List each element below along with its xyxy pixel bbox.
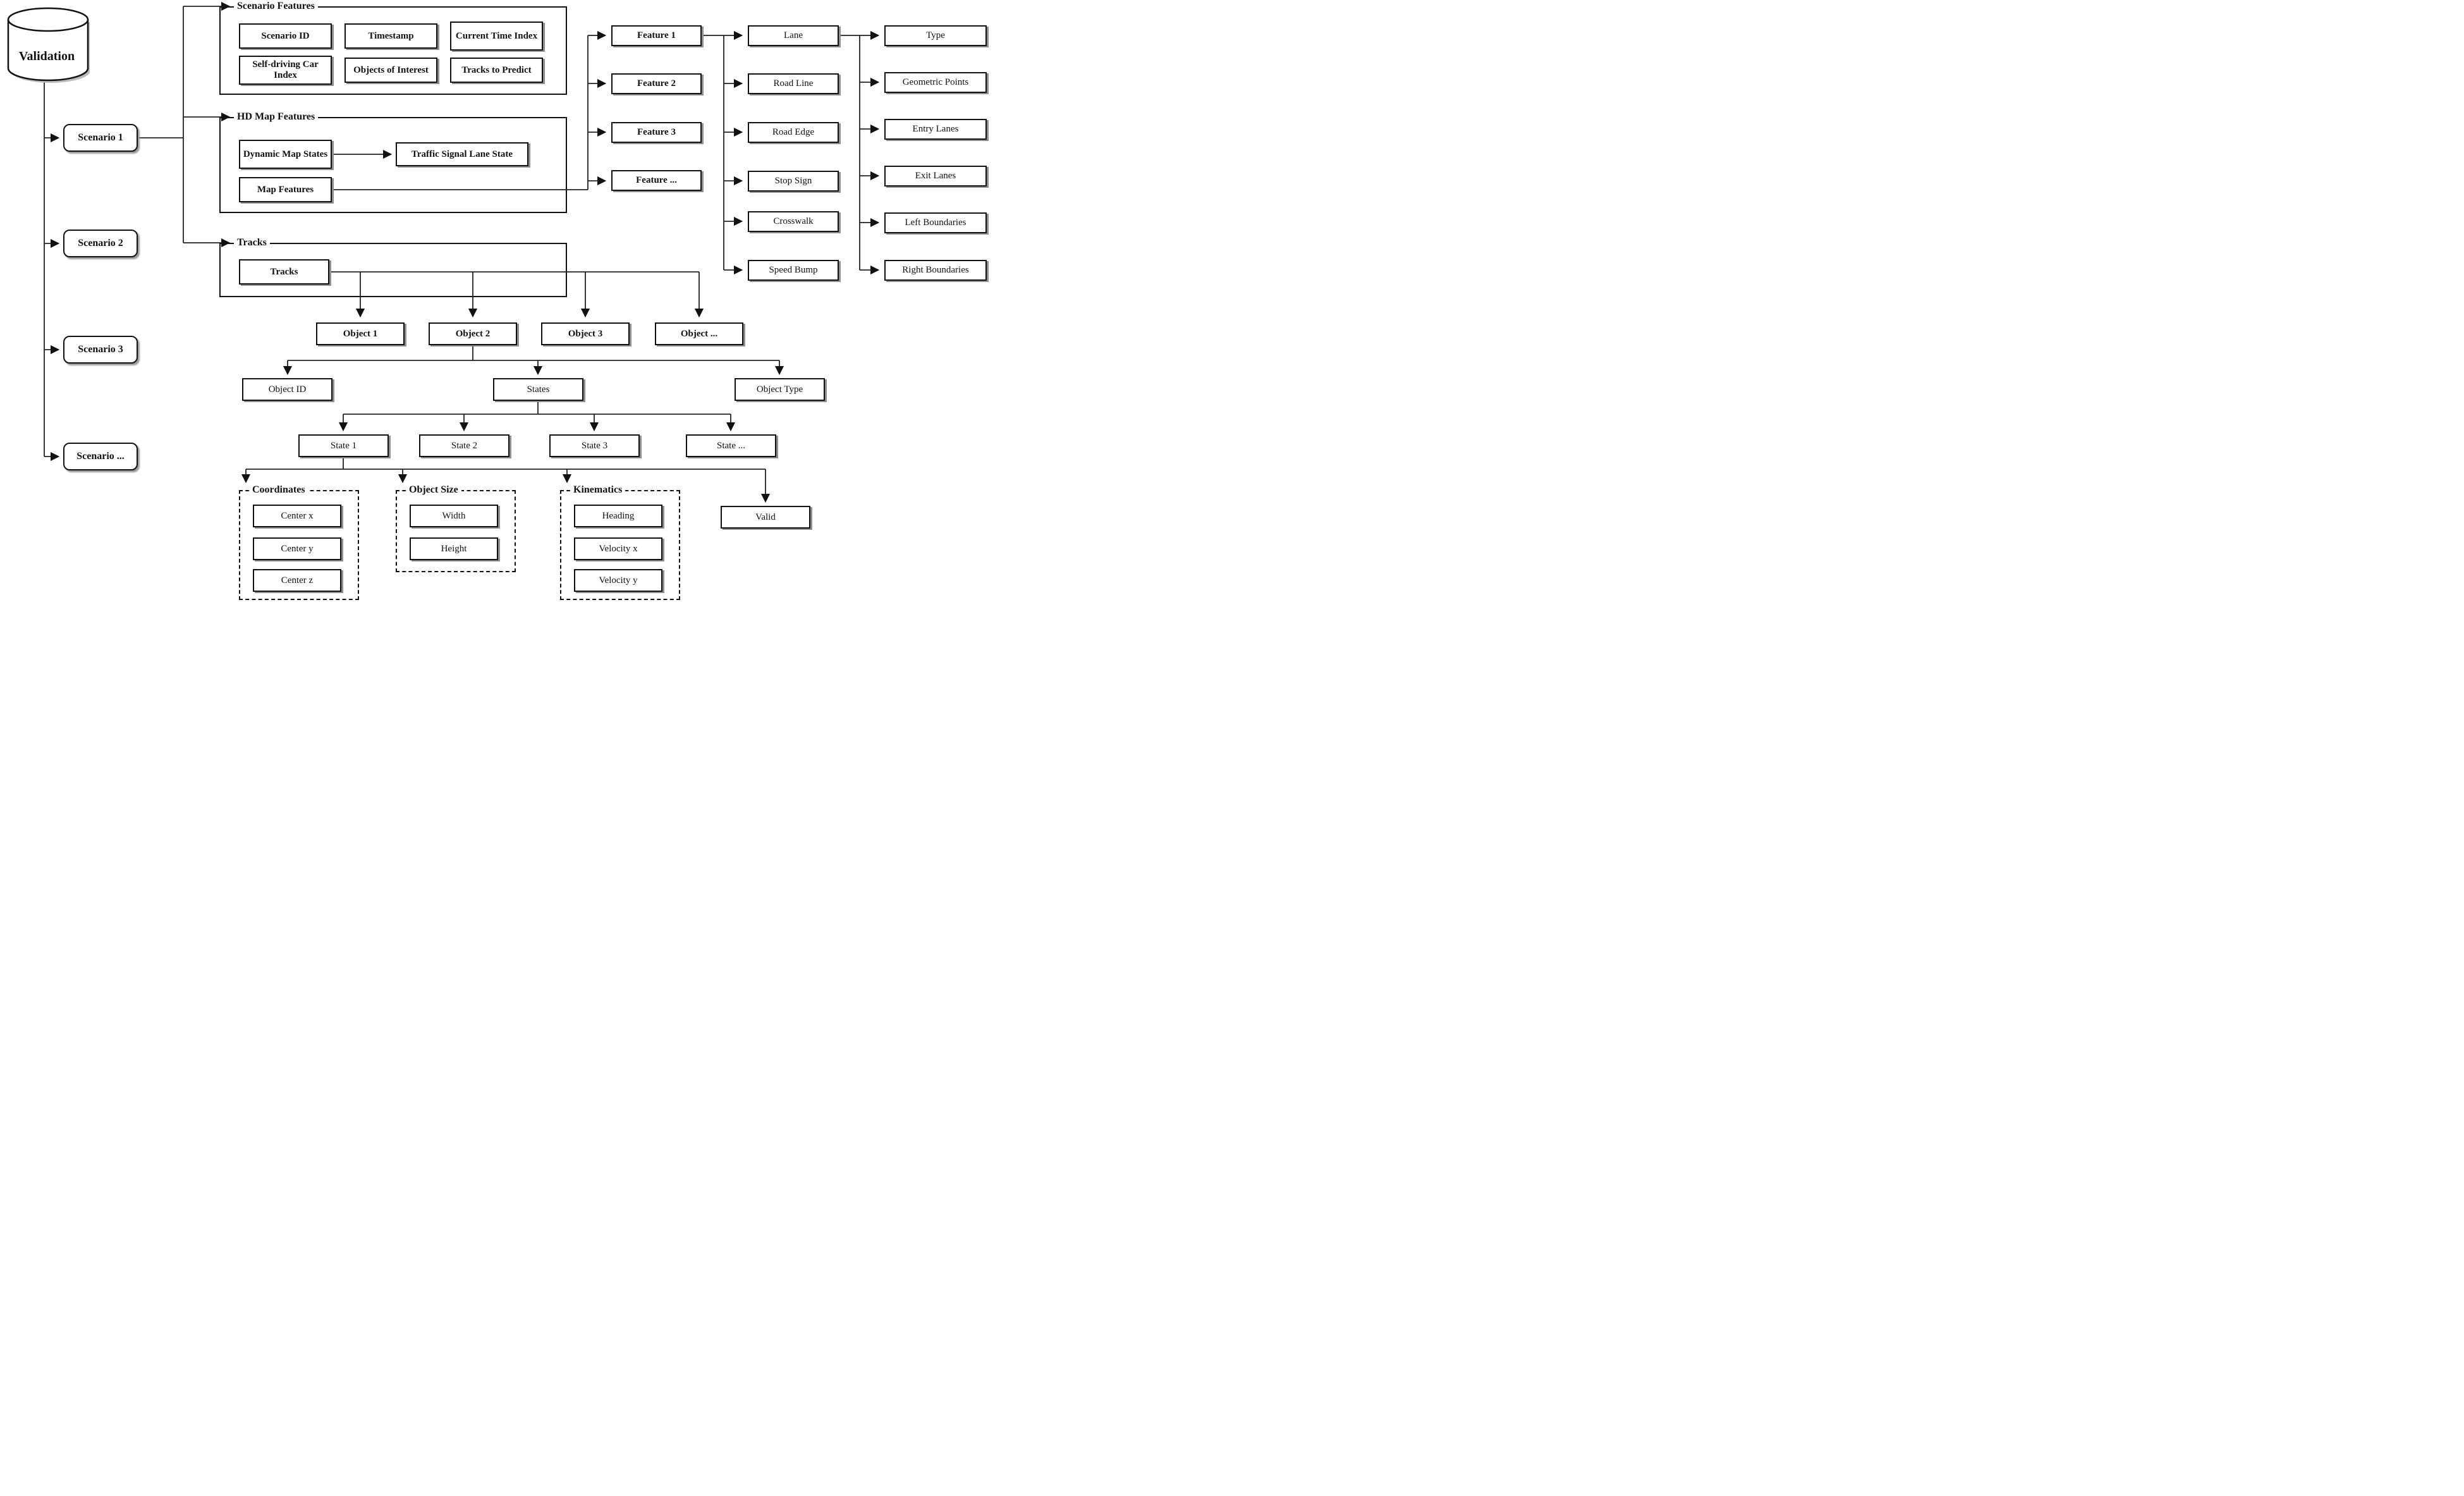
node-scenario-id: Scenario ID bbox=[239, 23, 332, 49]
node-speed-bump: Speed Bump bbox=[748, 260, 839, 281]
node-center-z: Center z bbox=[253, 569, 341, 592]
lane-to-attributes bbox=[839, 30, 880, 275]
node-velocity-y: Velocity y bbox=[574, 569, 662, 592]
node-dynamic-map-states: Dynamic Map States bbox=[239, 140, 332, 169]
node-traffic-signal-lane-state: Traffic Signal Lane State bbox=[396, 142, 528, 166]
node-road-edge: Road Edge bbox=[748, 122, 839, 143]
validation-to-scenarios bbox=[44, 76, 60, 462]
node-geometric-points: Geometric Points bbox=[884, 72, 987, 93]
scenario-features-title: Scenario Features bbox=[234, 1, 318, 12]
tracks-to-objects bbox=[329, 271, 704, 318]
node-tracks-to-predict: Tracks to Predict bbox=[450, 58, 543, 83]
dataset-structure-diagram: Validation bbox=[0, 0, 991, 602]
tracks-group bbox=[219, 243, 567, 297]
node-state-2: State 2 bbox=[419, 434, 509, 457]
connectors-svg bbox=[44, 1, 880, 503]
node-type: Type bbox=[884, 25, 987, 46]
node-state-more: State ... bbox=[686, 434, 776, 457]
object2-to-attributes bbox=[283, 345, 784, 376]
node-stop-sign: Stop Sign bbox=[748, 171, 839, 192]
node-entry-lanes: Entry Lanes bbox=[884, 119, 987, 140]
node-object-1: Object 1 bbox=[316, 322, 405, 345]
node-width: Width bbox=[410, 505, 498, 527]
hd-map-features-title: HD Map Features bbox=[234, 111, 319, 123]
object-size-title: Object Size bbox=[406, 484, 461, 496]
node-current-time-index: Current Time Index bbox=[450, 21, 543, 51]
node-state-1: State 1 bbox=[298, 434, 389, 457]
node-feature-more: Feature ... bbox=[611, 170, 702, 191]
scenario-features-group bbox=[219, 6, 567, 95]
node-state-3: State 3 bbox=[549, 434, 640, 457]
node-center-y: Center y bbox=[253, 537, 341, 560]
feature1-to-map-types bbox=[702, 30, 743, 275]
node-center-x: Center x bbox=[253, 505, 341, 527]
state1-to-groups bbox=[241, 457, 771, 503]
hd-map-features-group bbox=[219, 117, 567, 213]
database-cylinder-shape bbox=[7, 7, 90, 83]
node-velocity-x: Velocity x bbox=[574, 537, 662, 560]
hd-map-connectors bbox=[332, 30, 607, 190]
coordinates-title: Coordinates bbox=[249, 484, 308, 496]
node-tracks: Tracks bbox=[239, 259, 329, 285]
node-map-features: Map Features bbox=[239, 177, 332, 202]
node-object-3: Object 3 bbox=[541, 322, 630, 345]
node-feature-1: Feature 1 bbox=[611, 25, 702, 46]
node-left-boundaries: Left Boundaries bbox=[884, 212, 987, 233]
node-right-boundaries: Right Boundaries bbox=[884, 260, 987, 281]
node-lane: Lane bbox=[748, 25, 839, 46]
node-object-type: Object Type bbox=[735, 378, 825, 401]
node-scenario-2: Scenario 2 bbox=[63, 230, 138, 257]
node-valid: Valid bbox=[721, 506, 810, 529]
tracks-group-title: Tracks bbox=[234, 237, 270, 248]
node-crosswalk: Crosswalk bbox=[748, 211, 839, 232]
node-states: States bbox=[493, 378, 583, 401]
states-to-state-list bbox=[338, 401, 736, 432]
node-road-line: Road Line bbox=[748, 73, 839, 94]
node-object-more: Object ... bbox=[655, 322, 743, 345]
node-scenario-1: Scenario 1 bbox=[63, 124, 138, 152]
database-cylinder: Validation bbox=[4, 4, 90, 85]
validation-label: Validation bbox=[18, 49, 75, 63]
node-object-id: Object ID bbox=[242, 378, 332, 401]
node-scenario-3: Scenario 3 bbox=[63, 336, 138, 364]
node-feature-2: Feature 2 bbox=[611, 73, 702, 94]
node-heading: Heading bbox=[574, 505, 662, 527]
scenario1-to-groups bbox=[138, 1, 231, 248]
kinematics-title: Kinematics bbox=[570, 484, 626, 496]
node-exit-lanes: Exit Lanes bbox=[884, 166, 987, 187]
node-object-2: Object 2 bbox=[429, 322, 517, 345]
node-objects-of-interest: Objects of Interest bbox=[345, 58, 437, 83]
node-height: Height bbox=[410, 537, 498, 560]
node-self-driving-car-index: Self-driving Car Index bbox=[239, 56, 332, 85]
node-feature-3: Feature 3 bbox=[611, 122, 702, 143]
node-timestamp: Timestamp bbox=[345, 23, 437, 49]
node-scenario-more: Scenario ... bbox=[63, 443, 138, 470]
